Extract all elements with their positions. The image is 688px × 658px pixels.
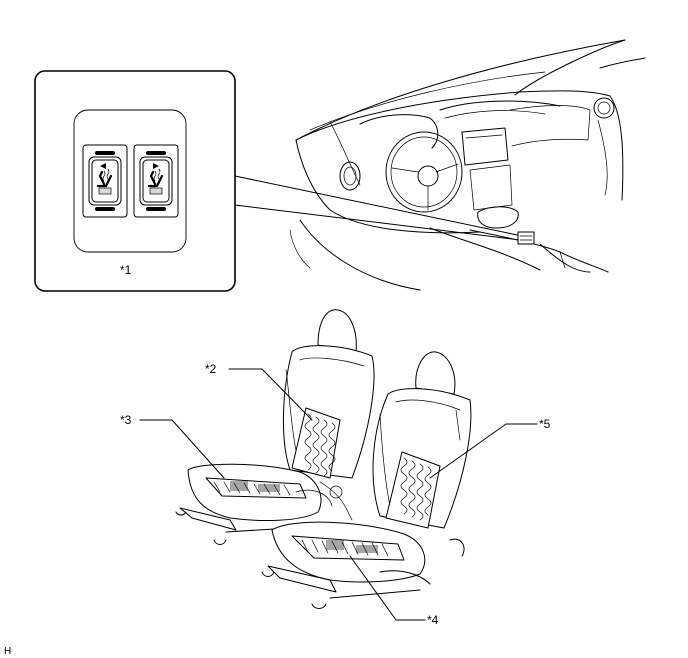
callout-5-label: *5 bbox=[539, 417, 551, 431]
dashboard-illustration bbox=[289, 39, 646, 291]
callout-4-label: *4 bbox=[427, 613, 439, 627]
callout-2-label: *2 bbox=[205, 362, 217, 376]
seat-heater-icon bbox=[96, 168, 113, 188]
left-seat-heater-switch[interactable] bbox=[82, 144, 128, 218]
right-indicator-lamp bbox=[149, 187, 163, 195]
seatback-heater-element bbox=[385, 451, 441, 529]
seat-heater-icon bbox=[147, 168, 164, 188]
right-seat bbox=[261, 351, 472, 609]
front-seats-illustration bbox=[175, 309, 472, 609]
right-seat-heater-switch[interactable] bbox=[133, 144, 179, 218]
callout-1-label: *1 bbox=[120, 263, 132, 277]
left-indicator-lamp bbox=[98, 187, 112, 195]
right-arrow-icon bbox=[153, 163, 159, 169]
figure-code: H bbox=[4, 646, 11, 657]
callout-3-label: *3 bbox=[120, 413, 132, 427]
left-seat bbox=[175, 309, 375, 545]
left-arrow-icon bbox=[100, 163, 106, 169]
switch-inset-panel: *1 bbox=[34, 70, 523, 292]
callout-leaders bbox=[139, 368, 538, 621]
seatback-heater-element bbox=[291, 407, 341, 479]
cushion-heater-element-right bbox=[291, 535, 405, 561]
